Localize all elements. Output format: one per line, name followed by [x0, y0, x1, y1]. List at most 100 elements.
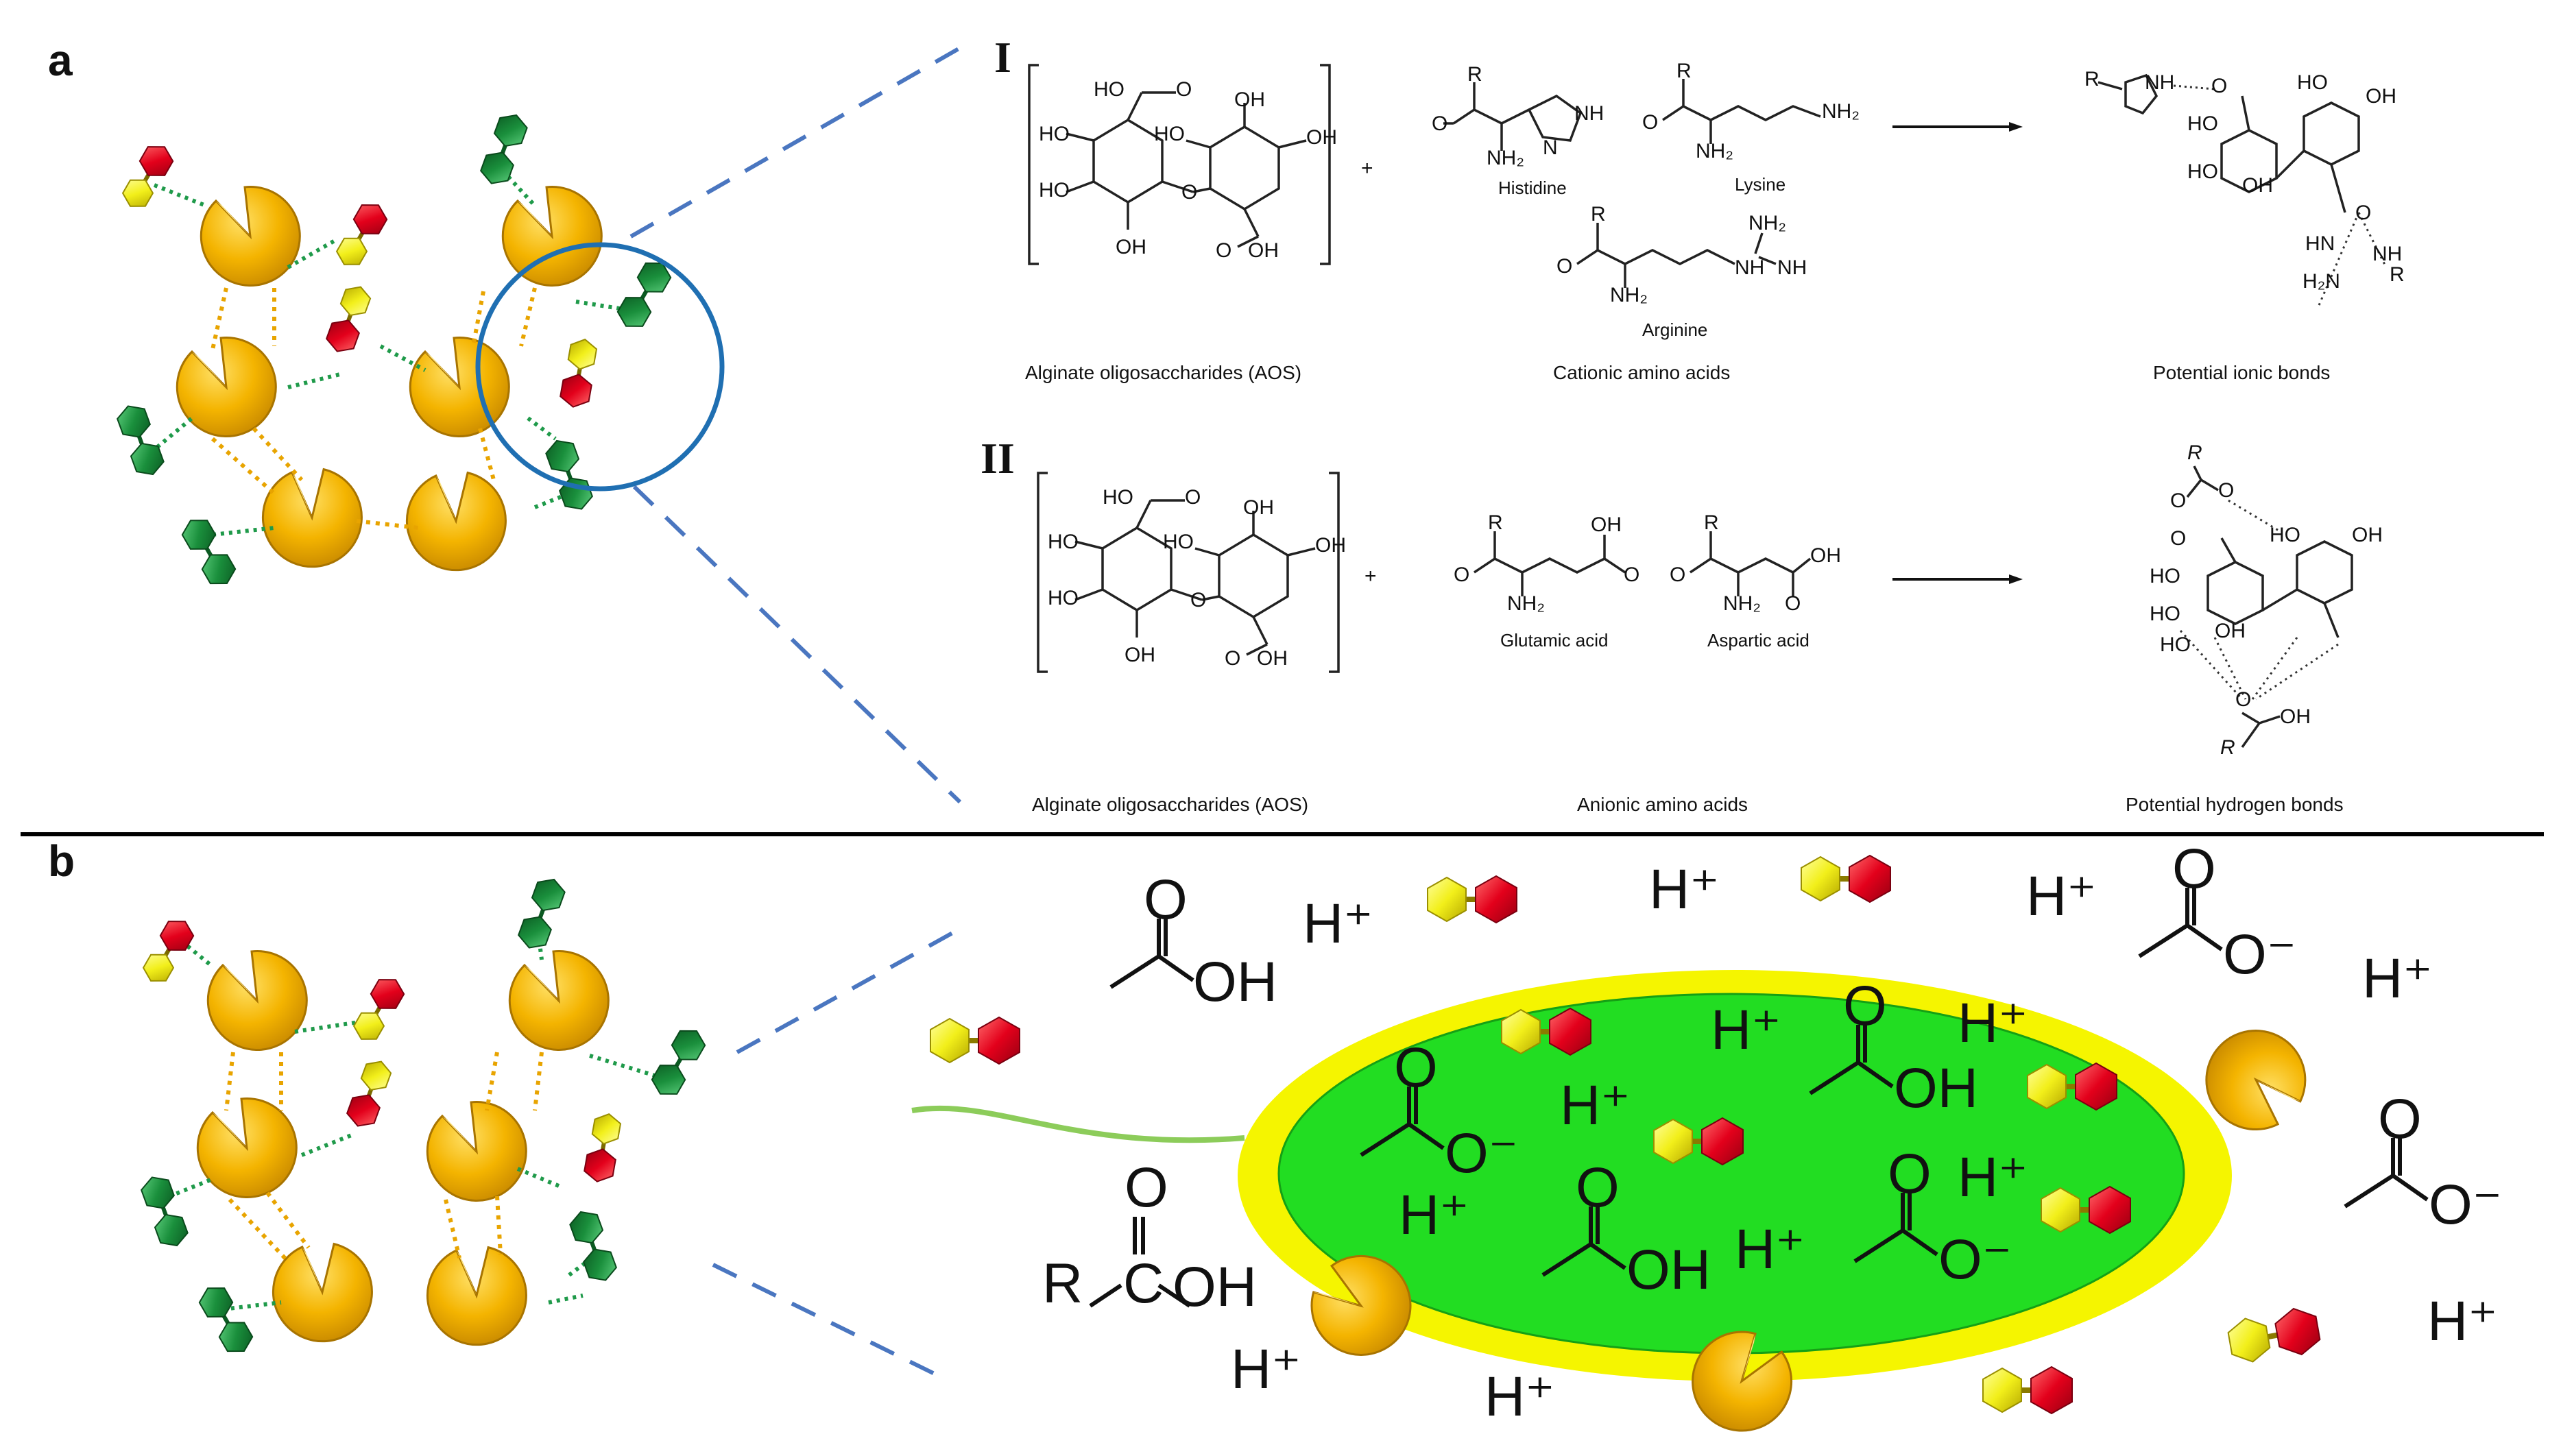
svg-text:R: R — [2220, 736, 2235, 759]
svg-text:NH₂: NH₂ — [1822, 100, 1860, 123]
amino-acid-name: Glutamic acid — [1500, 630, 1609, 651]
pacman-shape — [409, 337, 510, 438]
svg-text:HO: HO — [2297, 71, 2328, 94]
pacman-shape — [392, 456, 521, 585]
svg-text:O: O — [1624, 563, 1639, 586]
aos-label: O — [1176, 78, 1192, 101]
svg-text:R: R — [1488, 511, 1503, 534]
svg-text:C: C — [1123, 1252, 1164, 1315]
svg-text:O: O — [1888, 1143, 1932, 1205]
svg-text:NH₂: NH₂ — [1610, 284, 1648, 306]
pacman-shape — [258, 1227, 387, 1357]
pacman-shape — [176, 337, 277, 438]
protons: H⁺ H⁺ H⁺ H⁺ H⁺ H⁺ H⁺ H⁺ H⁺ H⁺ H⁺ H⁺ H⁺ — [1231, 858, 2498, 1428]
aos-label: HO — [1039, 179, 1070, 202]
caption-aos-1: Alginate oligosaccharides (AOS) — [1025, 362, 1301, 383]
pacman-shape — [426, 1101, 527, 1202]
proton-label: H⁺ — [1303, 893, 1373, 955]
histidine-structure: R O NH₂ NH N — [1432, 63, 1604, 169]
svg-text:O⁻: O⁻ — [2223, 923, 2296, 986]
proton-label: H⁺ — [2026, 865, 2097, 927]
svg-text:O: O — [2170, 527, 2186, 550]
zoom-line-b-bottom — [712, 1263, 944, 1380]
svg-text:O: O — [1454, 563, 1469, 586]
zoom-line-bottom — [632, 485, 962, 804]
reaction-arrow-i — [1892, 122, 2023, 132]
svg-text:O: O — [1843, 975, 1887, 1037]
svg-text:HO: HO — [2150, 603, 2180, 625]
svg-text:NH₂: NH₂ — [1507, 592, 1545, 615]
svg-text:NH: NH — [1777, 256, 1807, 279]
aos-label: OH — [1234, 88, 1265, 111]
aos-label: O — [1185, 486, 1201, 509]
svg-text:OH: OH — [2352, 524, 2383, 546]
aos-label: O — [1225, 647, 1240, 670]
proton-label: H⁺ — [1711, 999, 1781, 1061]
proton-label: H⁺ — [2427, 1290, 2498, 1352]
panel-label-a: a — [48, 36, 73, 85]
svg-text:HO: HO — [2187, 160, 2218, 183]
aos-label: OH — [1243, 496, 1274, 519]
pacman-shape — [200, 186, 301, 287]
aos-label: HO — [1048, 531, 1079, 553]
pacman-shape — [501, 186, 603, 287]
svg-text:HO: HO — [2160, 633, 2191, 656]
proton-label: H⁺ — [1560, 1074, 1631, 1137]
svg-text:H₂N: H₂N — [2303, 270, 2340, 293]
svg-text:O: O — [1642, 111, 1658, 134]
svg-text:OH: OH — [1193, 951, 1277, 1013]
svg-text:OH: OH — [2366, 85, 2396, 108]
amino-acid-name: Arginine — [1642, 319, 1707, 340]
svg-text:O: O — [1670, 563, 1685, 586]
pacman-shape — [206, 950, 308, 1052]
caption-ionic: Potential ionic bonds — [2153, 362, 2330, 383]
svg-text:O: O — [1556, 255, 1572, 278]
svg-text:HO: HO — [2150, 565, 2180, 587]
aos-label: HO — [1163, 531, 1194, 553]
svg-text:N: N — [1543, 136, 1558, 159]
panel-label-b: b — [48, 836, 75, 886]
arginine-structure: R O NH₂ NH NH₂ NH — [1556, 203, 1807, 306]
zoom-circle — [475, 242, 725, 492]
polymer-network-a — [115, 110, 675, 591]
svg-text:NH₂: NH₂ — [1696, 140, 1733, 162]
aos-label: OH — [1315, 534, 1346, 557]
svg-text:R: R — [2084, 68, 2100, 90]
svg-text:O⁻: O⁻ — [1445, 1122, 1518, 1185]
svg-text:NH: NH — [2145, 71, 2174, 94]
aos-structure-i: HO O HO HO OH HO OH OH O O OH — [1028, 64, 1337, 265]
svg-text:OH: OH — [1810, 544, 1841, 567]
aos-label: O — [1181, 181, 1197, 204]
pacman-shape — [248, 452, 377, 582]
caption-cationic: Cationic amino acids — [1553, 362, 1730, 383]
aos-label: OH — [1248, 239, 1279, 262]
proton-label: H⁺ — [1484, 1366, 1555, 1428]
amino-acid-name: Histidine — [1498, 178, 1567, 198]
aos-label: HO — [1094, 78, 1125, 101]
amino-acid-name: Lysine — [1735, 174, 1786, 195]
proton-label: H⁺ — [2362, 947, 2433, 1010]
proton-label: H⁺ — [1649, 858, 1720, 921]
svg-text:R: R — [2187, 441, 2202, 464]
glutamic-acid-structure: R O NH₂ OH O — [1454, 511, 1639, 615]
svg-text:O: O — [1125, 1156, 1168, 1219]
acetic-acids: O OH O O⁻ O O⁻ O OH O OH — [1042, 838, 2502, 1318]
reaction-arrow-ii — [1892, 574, 2023, 584]
svg-text:O: O — [1144, 869, 1188, 931]
polymer-network-b — [139, 875, 709, 1359]
svg-text:O: O — [2172, 838, 2216, 900]
proton-label: H⁺ — [1399, 1184, 1469, 1246]
svg-text:O: O — [1432, 112, 1447, 135]
proton-label: H⁺ — [1735, 1218, 1805, 1281]
aos-label: HO — [1154, 123, 1185, 145]
svg-text:OH: OH — [2215, 620, 2246, 642]
aos-label: OH — [1116, 236, 1146, 258]
zoom-line-b-top — [736, 927, 961, 1054]
svg-text:O: O — [1785, 592, 1801, 615]
svg-text:R: R — [1467, 63, 1482, 86]
svg-text:O: O — [2355, 202, 2371, 224]
aos-label: O — [1216, 239, 1231, 262]
zoom-line-top — [629, 46, 961, 239]
pacman-shape — [196, 1097, 298, 1199]
caption-hydrogen: Potential hydrogen bonds — [2126, 794, 2344, 815]
